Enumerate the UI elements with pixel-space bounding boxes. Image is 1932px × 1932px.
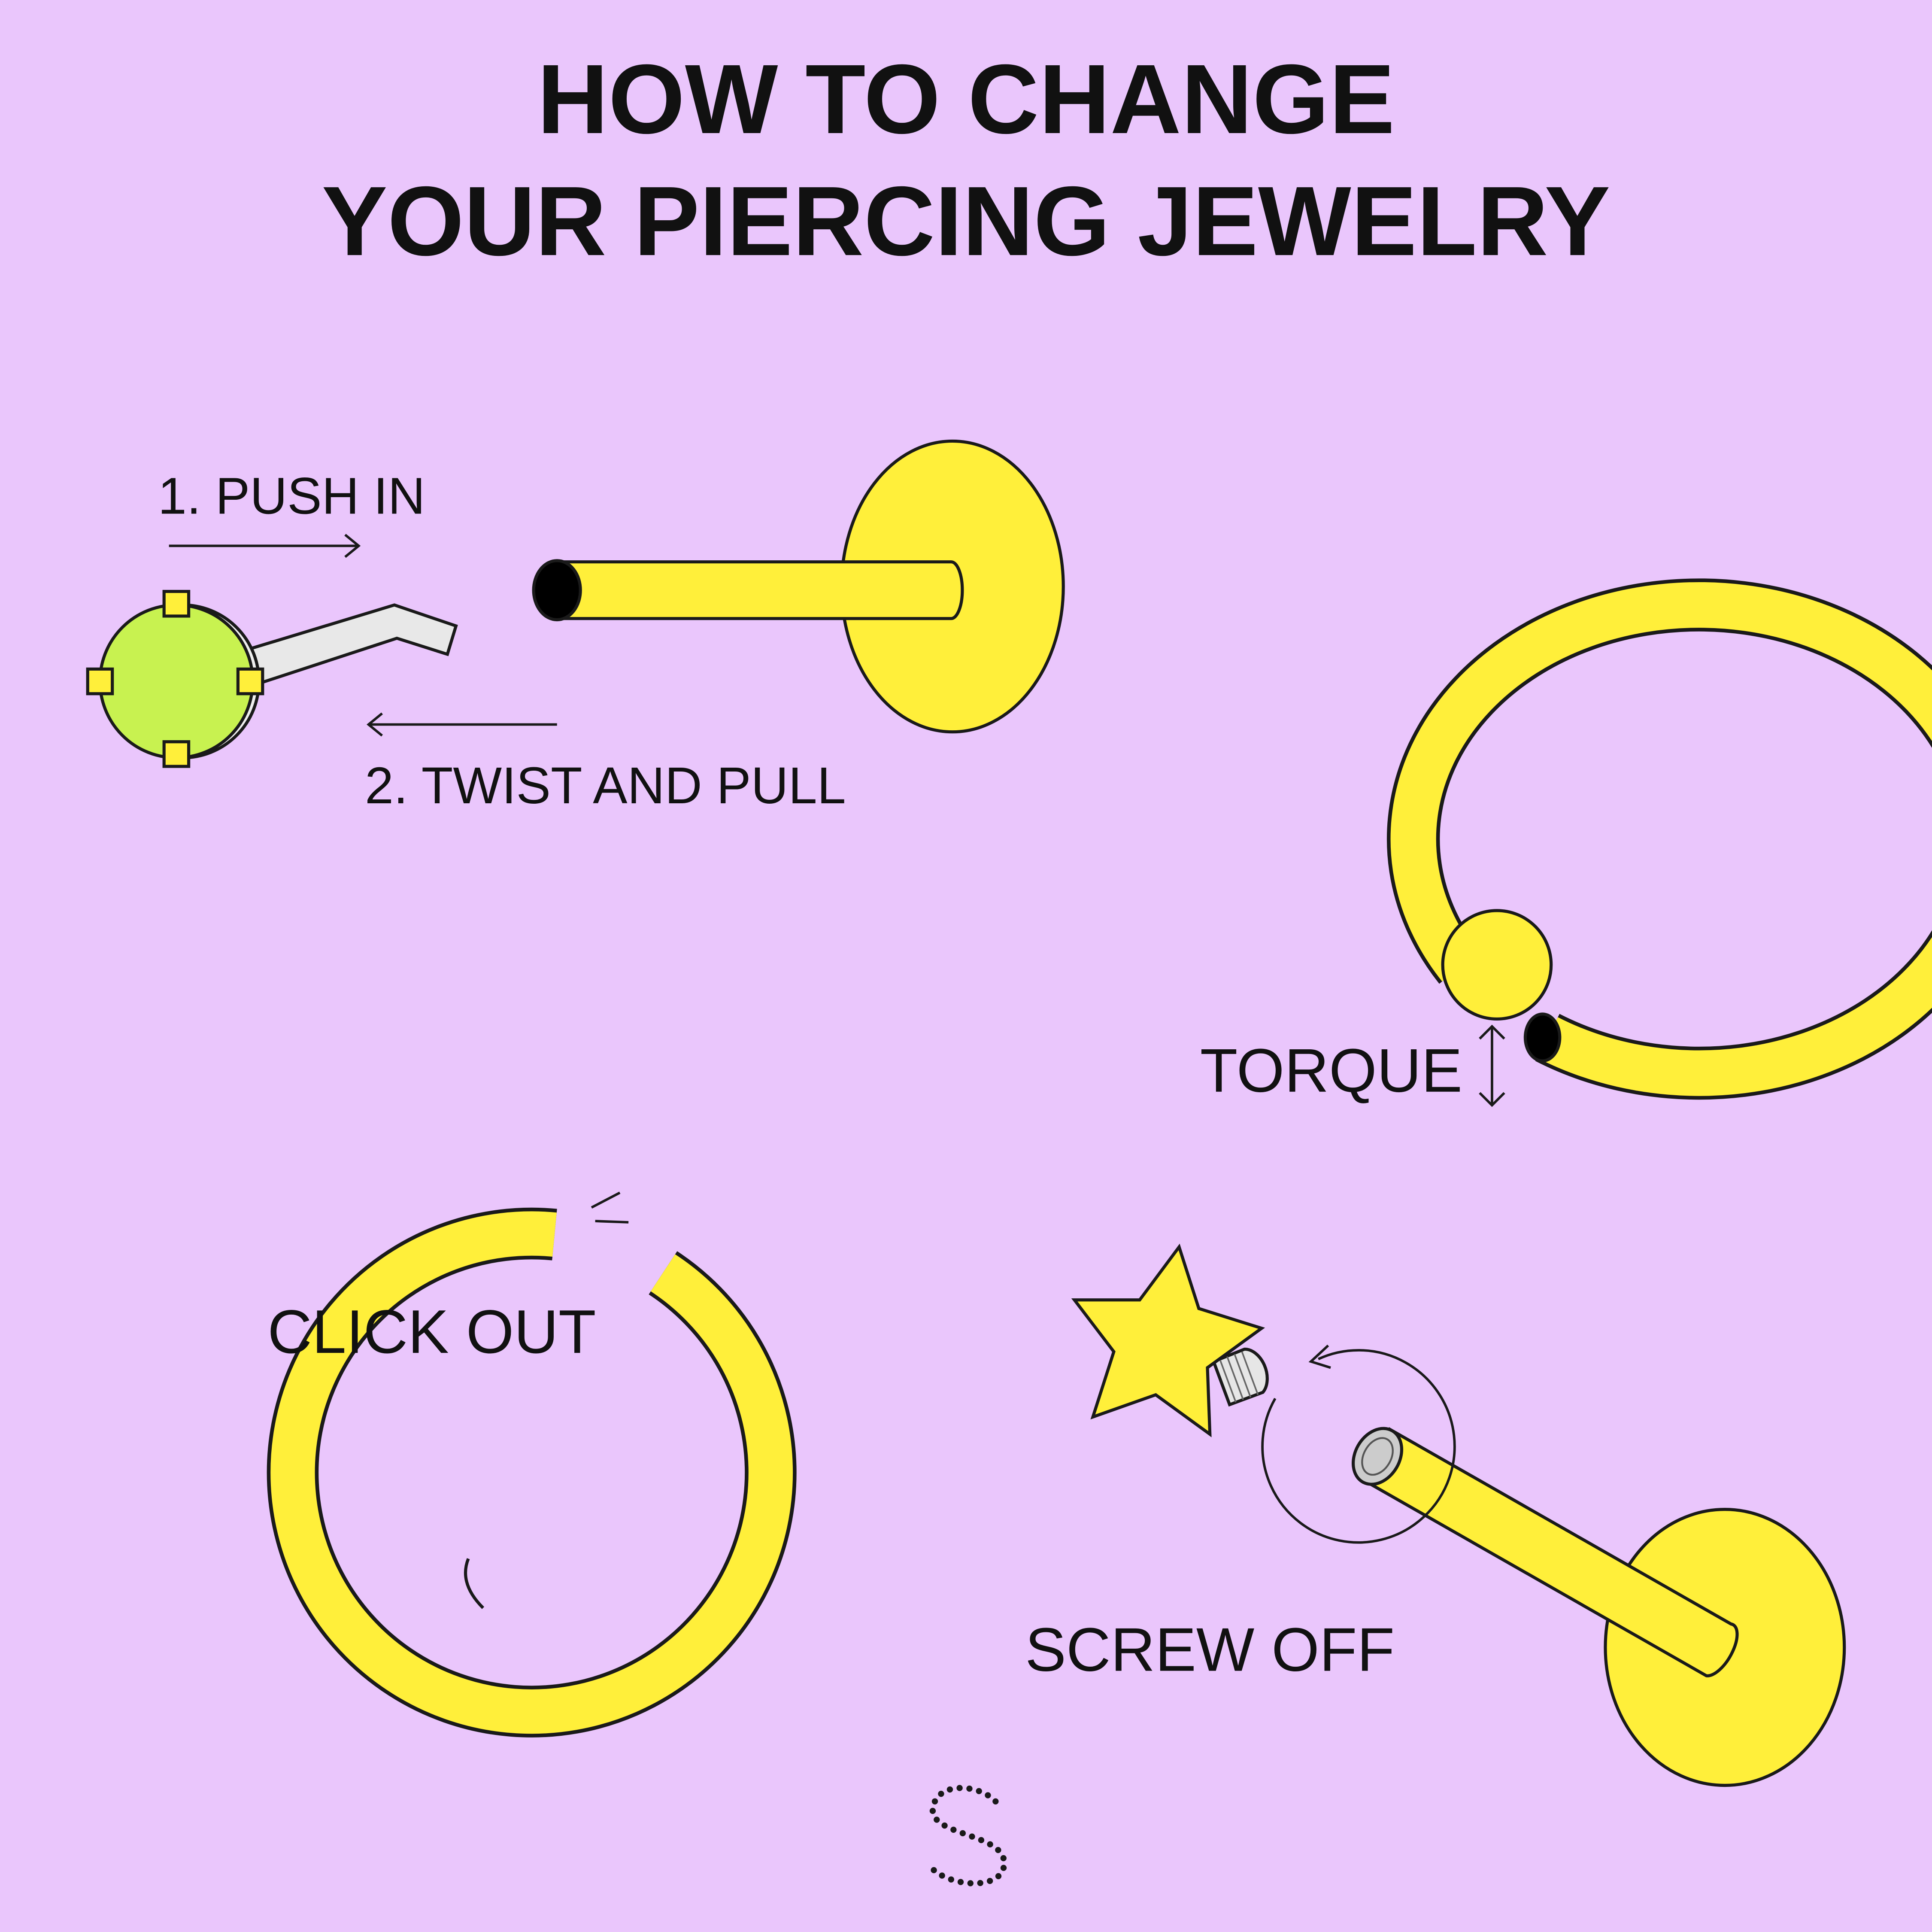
click-out-label: CLICK OUT bbox=[267, 1297, 596, 1366]
thread-lines bbox=[1219, 1351, 1259, 1403]
threaded-stud bbox=[1211, 1347, 1269, 1407]
title-line-2: YOUR PIERCING JEWELRY bbox=[322, 166, 1611, 276]
ring-end bbox=[1523, 1012, 1562, 1063]
arrow-right-icon bbox=[169, 534, 361, 558]
screw-off-label: SCREW OFF bbox=[1025, 1616, 1395, 1684]
rotate-arrow-icon bbox=[1261, 1349, 1456, 1544]
brand-logo bbox=[927, 1785, 1007, 1886]
clicker-ring bbox=[270, 1211, 793, 1734]
prong-settings bbox=[86, 589, 264, 768]
star-end bbox=[1071, 1243, 1265, 1437]
torque-ring-illustration: TORQUE bbox=[1200, 578, 1932, 1107]
arrow-left-icon bbox=[367, 712, 557, 737]
double-arrow-icon bbox=[1479, 1024, 1505, 1107]
torque-ring bbox=[1390, 582, 1932, 1096]
torque-label: TORQUE bbox=[1200, 1036, 1462, 1105]
title-line-1: HOW TO CHANGE bbox=[537, 44, 1395, 154]
push-in-label: 1. PUSH IN bbox=[158, 467, 425, 525]
green-ball-end bbox=[98, 603, 255, 759]
screw-off-illustration: SCREW OFF bbox=[1025, 1243, 1846, 1787]
labret-post-end bbox=[532, 559, 582, 622]
click-marks bbox=[591, 1191, 629, 1224]
screw-post bbox=[1363, 1427, 1739, 1677]
twist-and-pull-label: 2. TWIST AND PULL bbox=[365, 756, 846, 814]
captive-bead bbox=[1441, 909, 1553, 1021]
hinge-break bbox=[464, 1558, 485, 1609]
labret-post bbox=[555, 560, 964, 620]
click-ring-illustration: CLICK OUT bbox=[267, 1191, 797, 1738]
push-twist-illustration: 1. PUSH IN 2. TWIST AND PULL bbox=[86, 439, 1065, 814]
